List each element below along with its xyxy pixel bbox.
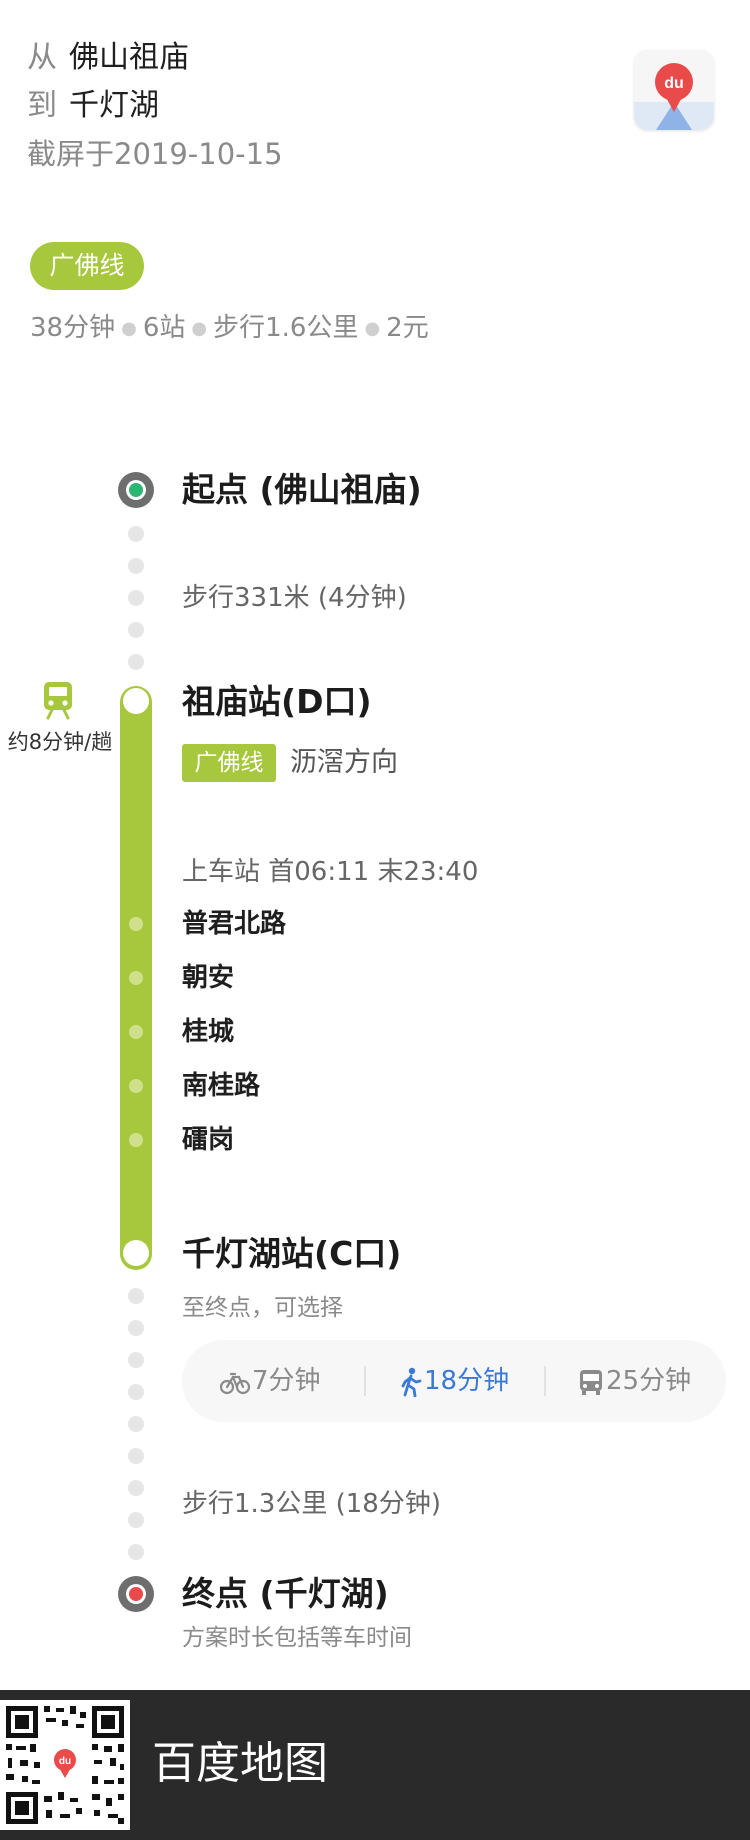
- end-label: 终点 (千灯湖): [182, 1574, 389, 1613]
- start-point-icon: [118, 472, 154, 508]
- stop-item: 普君北路: [182, 909, 287, 939]
- board-station-marker: [123, 688, 149, 714]
- to-row: 到千灯湖: [27, 86, 159, 126]
- schedule-info: 上车站 首06:11 末23:40: [182, 857, 479, 887]
- walk-dot: [128, 654, 144, 670]
- end-point-icon: [118, 1576, 154, 1612]
- walk-dot: [128, 1384, 144, 1400]
- walk-dot: [128, 1320, 144, 1336]
- train-frequency: 约8分钟/趟: [7, 730, 113, 754]
- line-badge: 广佛线: [30, 242, 144, 290]
- stop-item: 礌岗: [182, 1125, 235, 1155]
- stop-marker: [129, 917, 143, 931]
- separator-dot: ●: [364, 317, 381, 339]
- transport-mode-selector: 7分钟 18分钟 25分钟: [182, 1340, 726, 1422]
- stop-marker: [129, 1079, 143, 1093]
- walk-icon: [401, 1367, 422, 1397]
- walk-dot: [128, 1544, 144, 1560]
- walk-dot: [128, 1288, 144, 1304]
- mode-walk-label: 18分钟: [424, 1366, 510, 1396]
- board-station[interactable]: 祖庙站(D口): [182, 682, 372, 721]
- walk-dot: [128, 622, 144, 638]
- qr-code-icon: du: [0, 1700, 130, 1830]
- bus-icon: [580, 1369, 602, 1395]
- footer-bar: du 百度地图: [0, 1690, 750, 1840]
- stop-marker: [129, 1133, 143, 1147]
- mode-bus[interactable]: 25分钟: [578, 1340, 691, 1422]
- mode-divider: [364, 1366, 366, 1396]
- stop-marker: [129, 1025, 143, 1039]
- train-icon: [44, 682, 72, 720]
- baidu-map-logo-icon: du: [634, 50, 714, 130]
- bike-icon: [219, 1372, 251, 1394]
- walk-dot: [128, 558, 144, 574]
- end-note: 方案时长包括等车时间: [182, 1625, 412, 1651]
- stop-item: 朝安: [182, 963, 235, 993]
- to-prefix: 到: [27, 88, 57, 123]
- stop-item: 桂城: [182, 1017, 235, 1047]
- mode-bus-label: 25分钟: [606, 1366, 692, 1396]
- start-label: 起点 (佛山祖庙): [182, 470, 422, 509]
- alight-station-marker: [123, 1240, 149, 1266]
- walk-segment-2: 步行1.3公里 (18分钟): [182, 1489, 441, 1519]
- walk-dot: [128, 526, 144, 542]
- screenshot-date: 截屏于2019-10-15: [27, 137, 283, 171]
- to-place: 千灯湖: [69, 88, 159, 123]
- walk-dot: [128, 1352, 144, 1368]
- line-direction: 沥滘方向: [290, 747, 398, 778]
- brand-name: 百度地图: [152, 1738, 328, 1789]
- walk-dot: [128, 1416, 144, 1432]
- walk-dot: [128, 1448, 144, 1464]
- from-row: 从佛山祖庙: [27, 38, 189, 78]
- mode-divider: [544, 1366, 546, 1396]
- route-duration: 38分钟: [30, 313, 116, 343]
- mode-bike[interactable]: 7分钟: [219, 1340, 321, 1422]
- svg-text:du: du: [59, 1756, 71, 1767]
- from-prefix: 从: [27, 40, 57, 75]
- walk-dot: [128, 1480, 144, 1496]
- separator-dot: ●: [121, 317, 137, 339]
- walk-segment-1: 步行331米 (4分钟): [182, 583, 407, 613]
- line-tag: 广佛线: [182, 744, 276, 782]
- route-fare: 2元: [386, 313, 429, 343]
- stop-marker: [129, 971, 143, 985]
- stop-item: 南桂路: [182, 1071, 261, 1101]
- mode-bike-label: 7分钟: [252, 1366, 321, 1396]
- walk-dot: [128, 1512, 144, 1528]
- alight-station[interactable]: 千灯湖站(C口): [182, 1234, 402, 1273]
- from-place: 佛山祖庙: [69, 40, 189, 75]
- mode-walk[interactable]: 18分钟: [400, 1340, 509, 1422]
- route-walk: 步行1.6公里: [213, 313, 359, 343]
- separator-dot: ●: [191, 317, 208, 339]
- svg-text:du: du: [664, 75, 684, 92]
- route-stations: 6站: [142, 313, 186, 343]
- route-summary: 38分钟●6站●步行1.6公里●2元: [30, 308, 429, 349]
- walk-dot: [128, 590, 144, 606]
- options-hint: 至终点，可选择: [182, 1295, 343, 1321]
